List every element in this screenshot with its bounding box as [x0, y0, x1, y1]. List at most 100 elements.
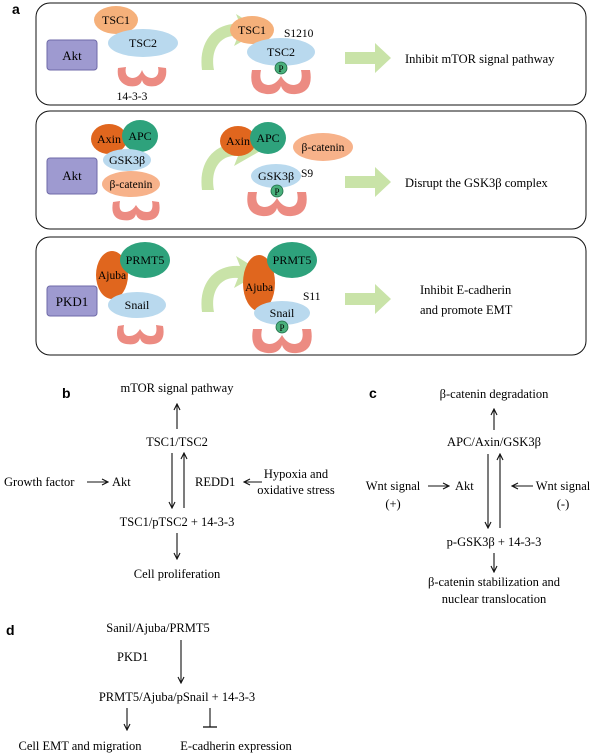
phospho-site-icon-2 [270, 184, 284, 198]
tsc2-label: TSC2 [129, 36, 157, 50]
ajuba-label: Ajuba [98, 270, 126, 282]
akt-label-2: Akt [62, 168, 82, 183]
node-mtor: mTOR signal pathway [121, 381, 235, 395]
outcome-text: Inhibit mTOR signal pathway [405, 52, 555, 66]
prmt5-bound-label: PRMT5 [273, 253, 312, 267]
panel-c: c β-catenin degradation APC/Axin/GSK3β W… [366, 385, 591, 606]
node-pkd1: PKD1 [117, 650, 148, 664]
gsk3b-protein-bound [251, 164, 301, 188]
panel-label-a: a [12, 1, 20, 17]
tsc1-protein [94, 6, 138, 34]
node-redd1: REDD1 [195, 475, 235, 489]
protein-1433-open-2 [112, 201, 160, 221]
panel-d: d Sanil/Ajuba/PRMT5 PKD1 PRMT5/Ajuba/pSn… [6, 621, 292, 753]
protein-1433-bound-3 [252, 329, 312, 354]
node-ptsc2-complex: TSC1/pTSC2 + 14-3-3 [120, 515, 235, 529]
row-gsk3b-frame [35, 110, 587, 230]
node-emt-migration: Cell EMT and migration [18, 739, 142, 753]
node-psnail-complex: PRMT5/Ajuba/pSnail + 14-3-3 [99, 690, 255, 704]
outcome-text-3b: and promote EMT [420, 303, 513, 317]
site-s11: S11 [303, 291, 321, 303]
gsk3b-label: GSK3β [109, 153, 145, 167]
axin-protein-bound [220, 126, 256, 156]
ajuba-protein [96, 251, 128, 299]
ajuba-protein-bound [243, 255, 275, 311]
panel-b: b mTOR signal pathway TSC1/TSC2 Growth f… [4, 381, 335, 581]
tsc1-protein-bound [230, 16, 274, 44]
node-hypoxia-2: oxidative stress [257, 483, 335, 497]
node-ecadherin: E-cadherin expression [180, 739, 292, 753]
node-proliferation: Cell proliferation [134, 567, 221, 581]
protein-1433-label: 14-3-3 [117, 91, 148, 103]
protein-1433-open [117, 67, 167, 87]
snail-protein-bound [254, 301, 310, 325]
panel-label-b: b [62, 385, 71, 401]
phospho-label: P [278, 64, 283, 74]
protein-1433-open-3 [117, 325, 164, 345]
apc-bound-label: APC [256, 131, 279, 145]
outcome-arrow [345, 43, 391, 73]
row-snail-frame [35, 236, 587, 356]
bcatenin-label: β-catenin [110, 179, 153, 191]
node-akt: Akt [112, 475, 131, 489]
node-tsc-complex: TSC1/TSC2 [146, 435, 208, 449]
node-stabilization-1: β-catenin stabilization and [428, 575, 561, 589]
snail-label: Snail [125, 298, 150, 312]
site-s9: S9 [301, 168, 313, 180]
akt-box [46, 39, 98, 71]
row-gsk3b: Akt Axin APC GSK3β β-catenin Axin APC β-… [35, 110, 587, 230]
outcome-text-3a: Inhibit E-cadherin [420, 283, 512, 297]
node-hypoxia-1: Hypoxia and [264, 467, 329, 481]
tsc2-bound-label: TSC2 [267, 45, 295, 59]
apc-protein-bound [250, 122, 286, 154]
node-stabilization-2: nuclear translocation [442, 592, 547, 606]
node-bcat-degradation: β-catenin degradation [440, 387, 549, 401]
panel-label-c: c [369, 385, 377, 401]
node-snail-complex: Sanil/Ajuba/PRMT5 [106, 621, 209, 635]
phospho-site-icon [274, 61, 288, 75]
axin-label: Axin [97, 132, 121, 146]
ajuba-bound-label: Ajuba [245, 282, 273, 294]
snail-bound-label: Snail [270, 306, 295, 320]
phospho-label-2: P [274, 187, 279, 197]
node-growth-factor: Growth factor [4, 475, 75, 489]
node-wnt-minus: Wnt signal [536, 479, 591, 493]
tsc1-bound-label: TSC1 [238, 23, 266, 37]
gsk3b-bound-label: GSK3β [258, 169, 294, 183]
tsc2-protein [108, 29, 178, 57]
prmt5-protein [120, 242, 170, 278]
node-wnt-minus-sign: (-) [557, 497, 570, 511]
tsc1-label: TSC1 [102, 13, 130, 27]
protein-1433-bound [251, 70, 311, 95]
protein-1433-bound-2 [247, 192, 307, 217]
phospho-site-icon-3 [275, 320, 289, 334]
gsk3b-protein [103, 149, 151, 171]
akt-box-2 [46, 157, 98, 195]
apc-label: APC [128, 129, 151, 143]
panel-label-d: d [6, 622, 15, 638]
pkd1-box [46, 285, 98, 317]
bcatenin-protein [102, 171, 160, 197]
tsc2-protein-bound [247, 38, 315, 66]
node-wnt-plus: Wnt signal [366, 479, 421, 493]
node-akt-c: Akt [455, 479, 474, 493]
axin-bound-label: Axin [226, 134, 250, 148]
akt-label: Akt [62, 48, 82, 63]
pkd1-label: PKD1 [56, 294, 89, 309]
outcome-arrow-2 [345, 167, 391, 197]
node-apc-complex: APC/Axin/GSK3β [447, 435, 541, 449]
bcatenin-free-label: β-catenin [302, 142, 345, 154]
axin-protein [91, 124, 127, 154]
row-tsc: Akt TSC1 TSC2 14-3-3 TSC1 TSC2 S1210 P I… [35, 2, 587, 106]
node-wnt-plus-sign: (+) [385, 497, 400, 511]
snail-protein [108, 292, 166, 318]
row-snail: PKD1 Ajuba PRMT5 Snail Ajuba PRMT5 S11 S… [35, 236, 587, 356]
prmt5-protein-bound [267, 242, 317, 278]
site-s1210: S1210 [284, 28, 314, 40]
node-pgsk-complex: p-GSK3β + 14-3-3 [447, 535, 542, 549]
prmt5-label: PRMT5 [126, 253, 165, 267]
outcome-arrow-3 [345, 284, 391, 314]
apc-protein [122, 120, 158, 152]
outcome-text-2: Disrupt the GSK3β complex [405, 176, 549, 190]
